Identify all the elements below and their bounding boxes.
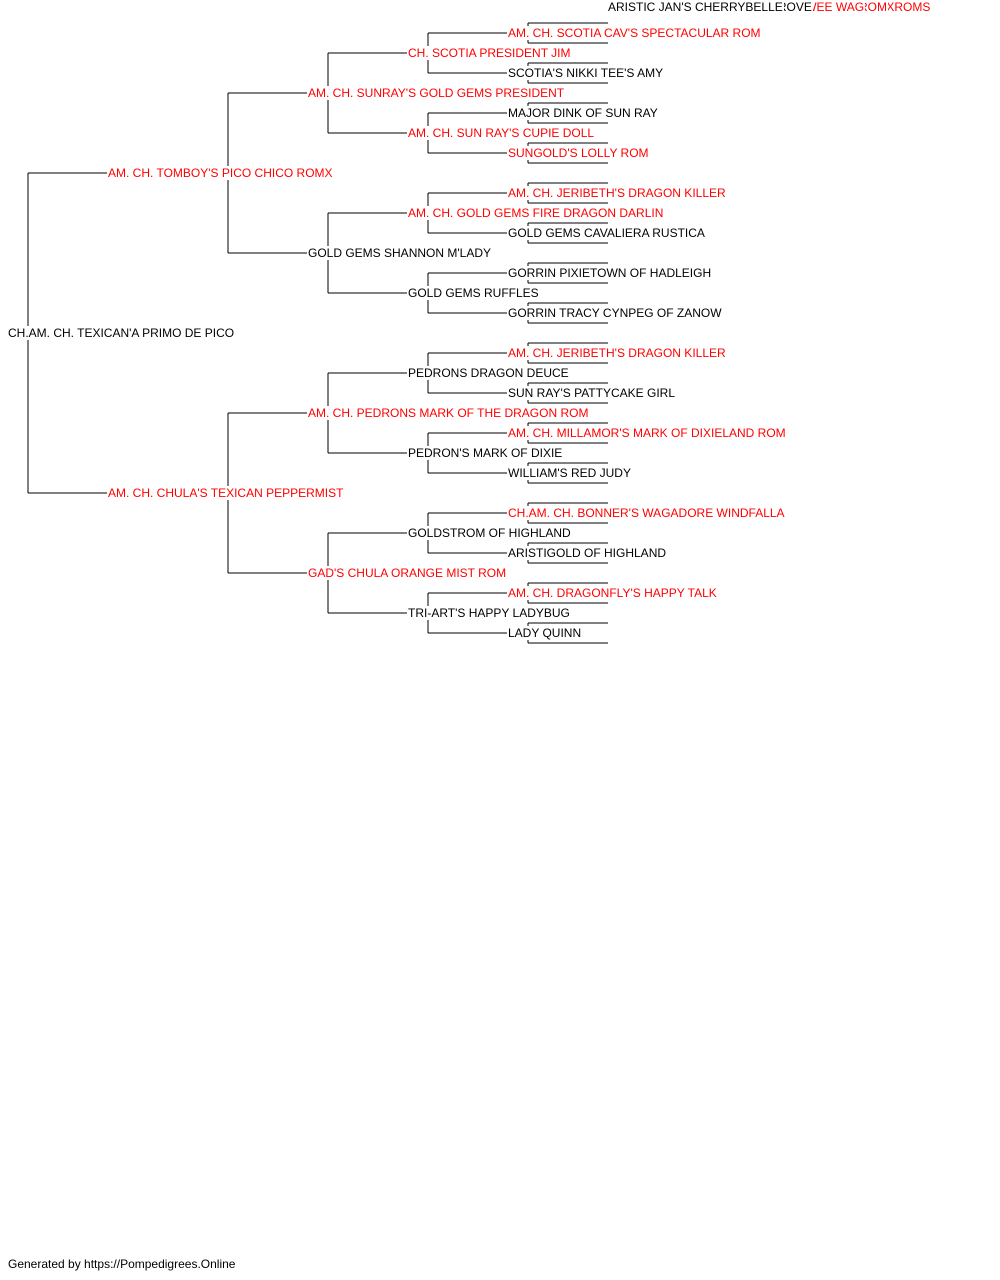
footer-credit: Generated by https://Pompedigrees.Online <box>8 1257 236 1271</box>
ancestor-name-gen-3: GOLDSTROM OF HIGHLAND <box>407 526 572 540</box>
ancestor-name-gen-4: GOLD GEMS CAVALIERA RUSTICA <box>507 226 706 240</box>
ancestor-name-gen-2: AM. CH. SUNRAY'S GOLD GEMS PRESIDENT <box>307 86 566 100</box>
ancestor-name-gen-2: AM. CH. PEDRONS MARK OF THE DRAGON ROM <box>307 406 590 420</box>
ancestor-name-gen-4: ARISTIGOLD OF HIGHLAND <box>507 546 668 560</box>
ancestor-name-gen-4: AM. CH. SCOTIA CAV'S SPECTACULAR ROM <box>507 26 762 40</box>
ancestor-name-gen-4: WILLIAM'S RED JUDY <box>507 466 632 480</box>
ancestor-name-gen-3: CH. SCOTIA PRESIDENT JIM <box>407 46 572 60</box>
ancestor-name-gen-3: AM. CH. GOLD GEMS FIRE DRAGON DARLIN <box>407 206 665 220</box>
ancestor-name-gen-4: LADY QUINN <box>507 626 583 640</box>
ancestor-name-gen-2: GAD'S CHULA ORANGE MIST ROM <box>307 566 508 580</box>
ancestor-name-gen-2: GOLD GEMS SHANNON M'LADY <box>307 246 492 260</box>
ancestor-name-gen-1: AM. CH. TOMBOY'S PICO CHICO ROMX <box>107 166 334 180</box>
ancestor-name-gen-4: SUN RAY'S PATTYCAKE GIRL <box>507 386 676 400</box>
ancestor-name-gen-4: GORRIN PIXIETOWN OF HADLEIGH <box>507 266 713 280</box>
ancestor-name-gen-3: PEDRON'S MARK OF DIXIE <box>407 446 564 460</box>
ancestor-name-gen-4: AM. CH. DRAGONFLY'S HAPPY TALK <box>507 586 718 600</box>
subject-dog-name: CH.AM. CH. TEXICAN'A PRIMO DE PICO <box>7 326 236 340</box>
ancestor-name-gen-4: MAJOR DINK OF SUN RAY <box>507 106 659 120</box>
ancestor-name-gen-5: ARISTIC JAN'S CHERRYBELLE <box>607 0 784 14</box>
ancestor-name-gen-4: AM. CH. MILLAMOR'S MARK OF DIXIELAND ROM <box>507 426 787 440</box>
ancestor-name-gen-3: TRI-ART'S HAPPY LADYBUG <box>407 606 571 620</box>
ancestor-name-gen-3: PEDRONS DRAGON DEUCE <box>407 366 570 380</box>
ancestor-name-gen-4: SUNGOLD'S LOLLY ROM <box>507 146 650 160</box>
ancestor-name-gen-4: GORRIN TRACY CYNPEG OF ZANOW <box>507 306 723 320</box>
ancestor-name-gen-1: AM. CH. CHULA'S TEXICAN PEPPERMIST <box>107 486 345 500</box>
ancestor-name-gen-4: CH.AM. CH. BONNER'S WAGADORE WINDFALLA <box>507 506 786 520</box>
ancestor-name-gen-3: GOLD GEMS RUFFLES <box>407 286 540 300</box>
ancestor-name-gen-4: SCOTIA'S NIKKI TEE'S AMY <box>507 66 665 80</box>
ancestor-name-gen-4: AM. CH. JERIBETH'S DRAGON KILLER <box>507 346 727 360</box>
ancestor-name-gen-4: AM. CH. JERIBETH'S DRAGON KILLER <box>507 186 727 200</box>
ancestor-name-gen-3: AM. CH. SUN RAY'S CUPIE DOLL <box>407 126 596 140</box>
